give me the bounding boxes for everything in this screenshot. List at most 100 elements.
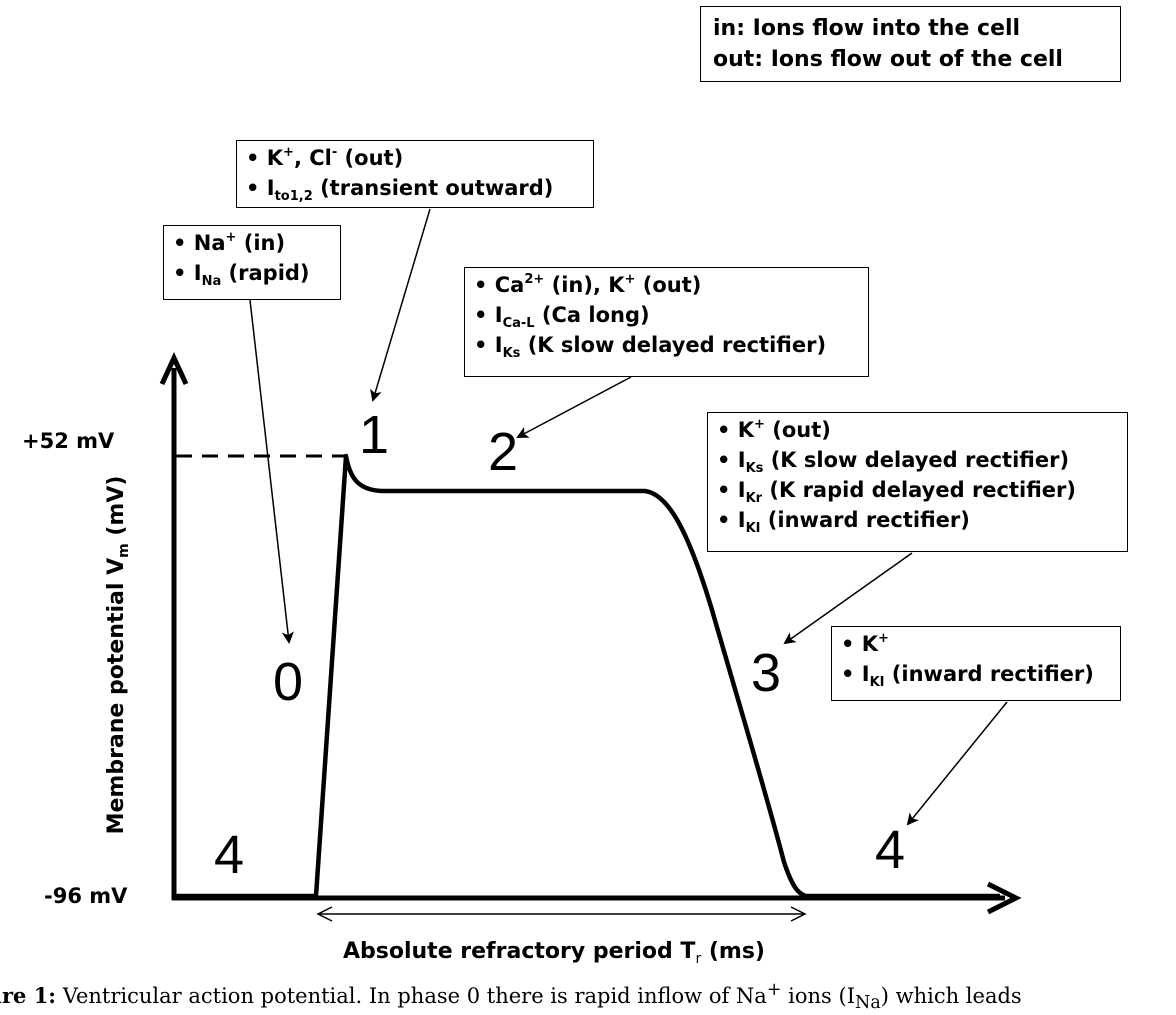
phase-label-1: 1 — [359, 405, 390, 465]
bullet: • — [474, 303, 488, 327]
x-axis-title: Absolute refractory period Tr (ms) — [343, 939, 765, 967]
phase-label-4-resting-right: 4 — [875, 820, 906, 880]
ion-charge: + — [283, 145, 294, 160]
y-tick-peak: +52 mV — [22, 429, 115, 453]
current-description: (Ca long) — [534, 303, 650, 327]
refractory-arrowhead-left — [316, 906, 333, 922]
ion-name: K — [861, 632, 879, 656]
y-axis-title-main: Membrane potential V — [104, 557, 129, 835]
phase-label-0: 0 — [273, 652, 304, 712]
current-subscript: Kr — [745, 491, 763, 506]
phase3-ion-box: • K+ (out) • IKs (K slow delayed rectifi… — [707, 412, 1128, 552]
current-description: (rapid) — [221, 261, 310, 285]
arrow-phase1 — [370, 208, 431, 402]
action-potential-curve — [176, 453, 1000, 899]
legend-out-line: out: Ions flow out of the cell — [713, 47, 1063, 72]
phase2-ion-box: • Ca2+ (in), K+ (out) • ICa-L (Ca long) … — [464, 267, 869, 377]
phase-label-3: 3 — [751, 643, 782, 703]
x-axis-title-main: Absolute refractory period T — [343, 939, 696, 964]
ion-charge: 2+ — [524, 272, 545, 287]
legend-in-line: in: Ions flow into the cell — [713, 16, 1021, 41]
bullet: • — [717, 478, 731, 502]
phase0-ion-box: • Na+ (in) • INa (rapid) — [163, 225, 341, 300]
current-symbol: I — [494, 333, 503, 357]
ion-name: Ca — [494, 273, 525, 297]
current-symbol: I — [861, 662, 870, 686]
phase-label-4-resting-left: 4 — [214, 825, 245, 885]
bullet: • — [173, 261, 187, 285]
action-potential-diagram: in: Ions flow into the cell out: Ions fl… — [0, 6, 1128, 1013]
arrow-phase4 — [906, 701, 1008, 826]
current-subscript: to1,2 — [274, 189, 313, 204]
phase1-line2: • Ito1,2 (transient outward) — [246, 173, 584, 203]
phase2-line3: • IKs (K slow delayed rectifier) — [474, 330, 859, 360]
current-symbol: I — [737, 508, 746, 532]
phase4-line2: • IKI (inward rectifier) — [841, 659, 1111, 689]
bullet: • — [246, 176, 260, 200]
current-symbol: I — [494, 303, 503, 327]
y-axis-title-subscript: m — [116, 543, 132, 558]
phase4-line1: • K+ — [841, 629, 1111, 659]
current-subscript: Ks — [745, 461, 764, 476]
ion-flow-legend: in: Ions flow into the cell out: Ions fl… — [700, 6, 1121, 82]
bullet: • — [246, 146, 260, 170]
x-axis-title-subscript: r — [695, 951, 702, 967]
arrow-phase3 — [783, 552, 913, 645]
caption-text: Ventricular action potential. In phase 0… — [56, 984, 767, 1008]
figure-caption: gure 1: Ventricular action potential. In… — [0, 978, 1022, 1015]
current-description: (K slow delayed rectifier) — [763, 448, 1070, 472]
y-axis-title-unit: (mV) — [104, 475, 129, 544]
phase-label-2: 2 — [488, 422, 519, 482]
arrow-phase0 — [249, 299, 294, 644]
x-axis-title-unit: (ms) — [701, 939, 765, 964]
caption-text-3: ) which leads — [880, 984, 1022, 1008]
bullet: • — [717, 508, 731, 532]
phase0-line1: • Na+ (in) — [173, 228, 331, 258]
ion-name-2: (in), K — [544, 273, 625, 297]
phase3-line1: • K+ (out) — [717, 415, 1118, 445]
flow-direction: (in) — [236, 231, 286, 255]
bullet: • — [717, 418, 731, 442]
ion-charge: + — [225, 230, 237, 245]
phase3-line3: • IKr (K rapid delayed rectifier) — [717, 475, 1118, 505]
current-symbol: I — [266, 176, 275, 200]
phase3-line4: • IKI (inward rectifier) — [717, 505, 1118, 535]
y-axis-arrowhead — [159, 352, 189, 386]
caption-text-2: ions (I — [781, 984, 855, 1008]
caption-label: gure 1: — [0, 983, 57, 1008]
current-description: (K rapid delayed rectifier) — [762, 478, 1076, 502]
current-description: (inward rectifier) — [760, 508, 970, 532]
bullet: • — [841, 662, 855, 686]
y-axis-title: Membrane potential Vm (mV) — [104, 476, 132, 835]
caption-subscript: Na — [855, 993, 881, 1014]
ion-charge: + — [754, 417, 765, 432]
current-description: (transient outward) — [312, 176, 554, 200]
phase2-line2: • ICa-L (Ca long) — [474, 300, 859, 330]
current-subscript: Ca-L — [502, 316, 535, 331]
arrow-phase2 — [516, 376, 632, 438]
flow-direction: (out) — [764, 418, 831, 442]
phase2-line1: • Ca2+ (in), K+ (out) — [474, 270, 859, 300]
refractory-arrowhead-right — [790, 906, 807, 922]
current-symbol: I — [737, 448, 746, 472]
phase0-line2: • INa (rapid) — [173, 258, 331, 288]
flow-direction: (out) — [337, 146, 404, 170]
current-subscript: KI — [745, 521, 761, 536]
x-axis-arrowhead — [986, 881, 1022, 915]
bullet: • — [841, 632, 855, 656]
ion-name: K — [266, 146, 284, 170]
phase4-ion-box: • K+ • IKI (inward rectifier) — [831, 626, 1121, 701]
current-subscript: Na — [201, 274, 222, 289]
ion-charge-2: + — [624, 272, 636, 287]
ion-name: K — [737, 418, 755, 442]
current-symbol: I — [737, 478, 746, 502]
bullet: • — [474, 273, 488, 297]
bullet: • — [173, 231, 187, 255]
ion-name: Na — [193, 231, 226, 255]
bullet: • — [474, 333, 488, 357]
current-description: (K slow delayed rectifier) — [520, 333, 827, 357]
current-subscript: KI — [869, 675, 885, 690]
ion-name-2: , Cl — [293, 146, 332, 170]
phase3-line2: • IKs (K slow delayed rectifier) — [717, 445, 1118, 475]
current-subscript: Ks — [502, 346, 521, 361]
